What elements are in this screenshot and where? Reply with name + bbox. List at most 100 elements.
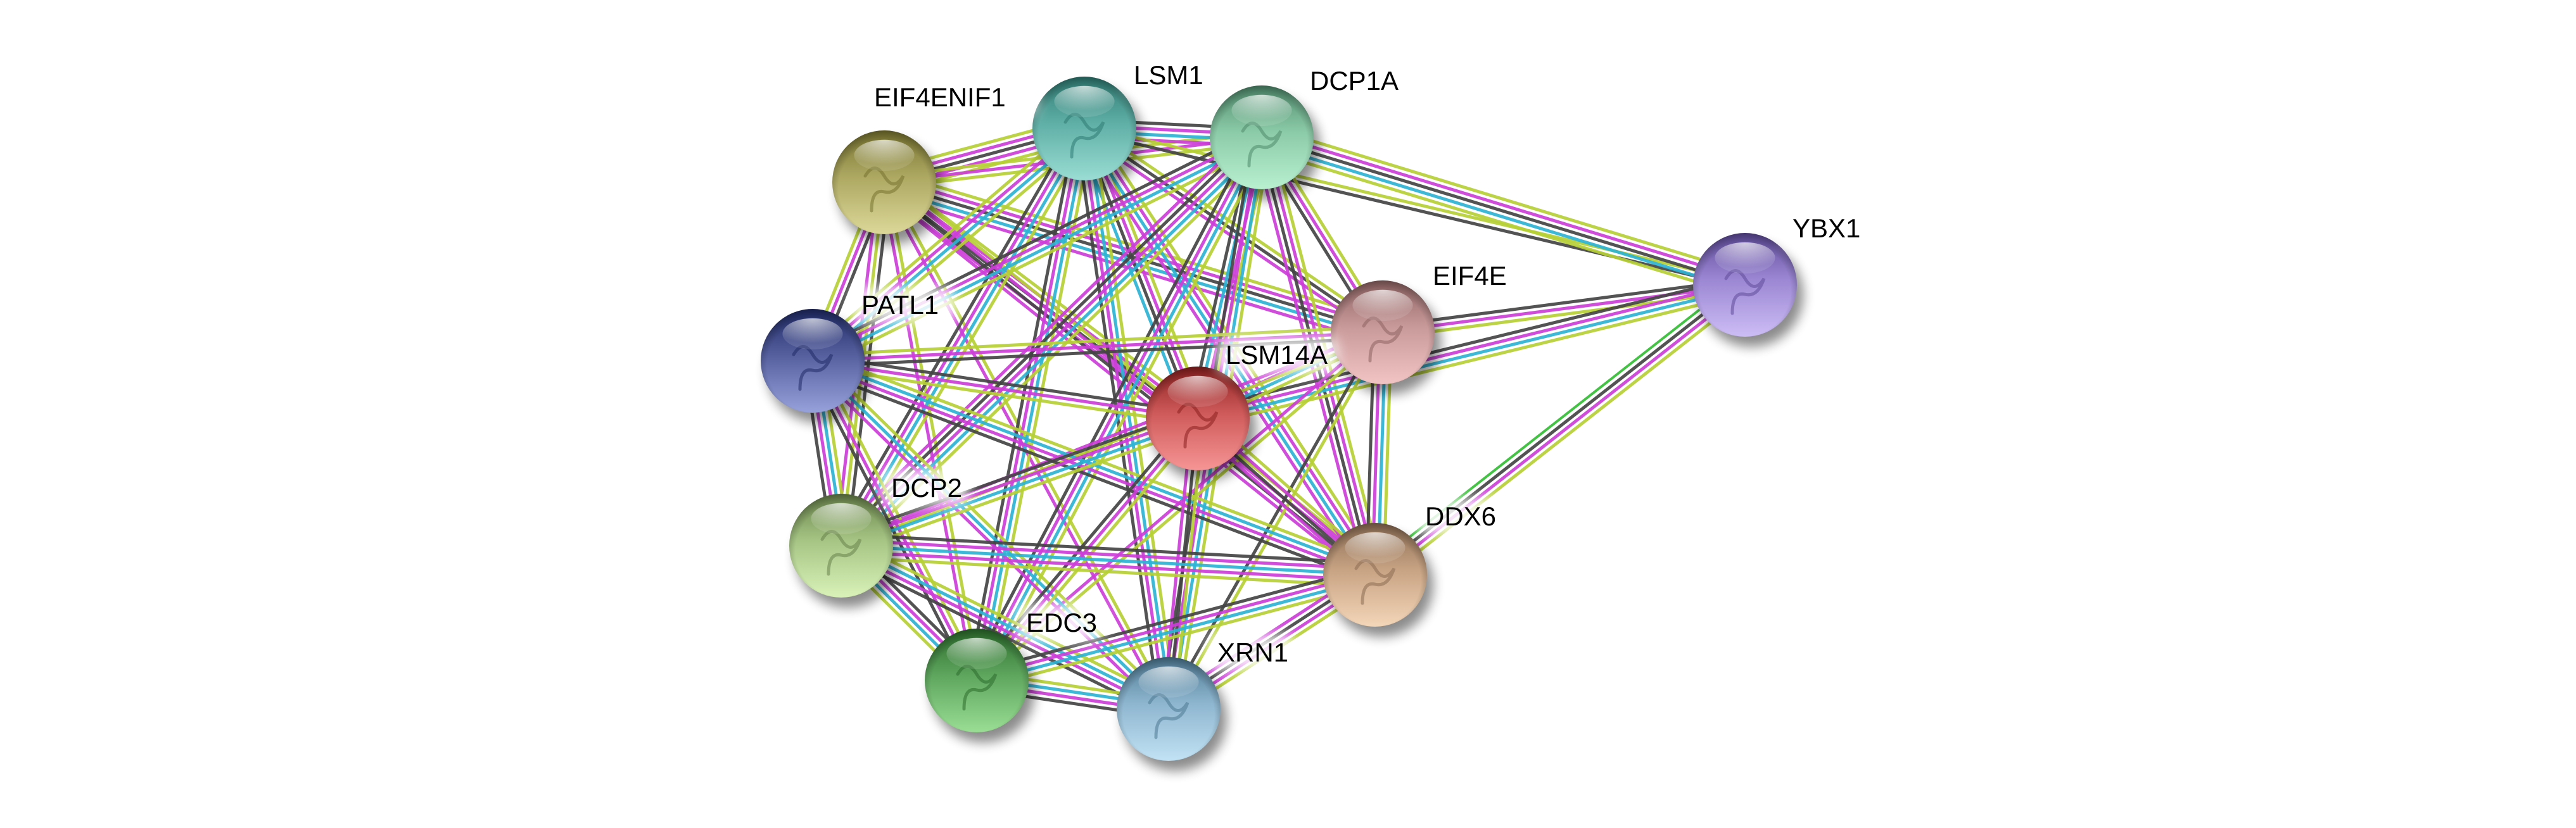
- node-LSM1[interactable]: [1032, 77, 1143, 191]
- label-glow: [853, 287, 956, 323]
- node-highlight: [782, 318, 843, 349]
- edge-line-experiments: [832, 128, 1255, 539]
- edge-line-experiments: [841, 549, 1375, 582]
- edge-line-textmining: [815, 143, 1267, 370]
- edge-EIF4E-XRN1[interactable]: [1164, 330, 1387, 712]
- edge-line-textmining: [843, 425, 1202, 556]
- edge-line-coexpression: [1261, 135, 1746, 287]
- edge-line-databases: [1259, 141, 1744, 292]
- edge-line-databases: [813, 138, 1264, 365]
- edge-line-coexpression: [884, 180, 1383, 334]
- label-glow: [1017, 605, 1103, 641]
- edge-line-coexpression: [1381, 277, 1745, 329]
- edge-line-coexpression: [1164, 330, 1382, 709]
- edge-line-databases: [811, 360, 1170, 710]
- node-YBX1[interactable]: [1693, 233, 1803, 347]
- edge-DDX6-EDC3[interactable]: [974, 565, 1378, 691]
- edge-line-textmining: [815, 351, 1379, 568]
- edge-line-experiments: [1262, 130, 1748, 281]
- node-highlight: [811, 503, 872, 534]
- edge-line-textmining: [840, 555, 1375, 588]
- node-label-XRN1: XRN1: [1209, 635, 1295, 670]
- node-label-LSM14A: LSM14A: [1217, 337, 1337, 373]
- edge-line-experiments: [841, 538, 1376, 571]
- node-DCP2[interactable]: [789, 494, 899, 608]
- node-highlight: [1231, 94, 1292, 126]
- node-highlight: [946, 637, 1007, 669]
- edge-line-textmining: [1257, 146, 1742, 298]
- edge-line-textmining: [887, 170, 1386, 323]
- nodes-layer: [761, 77, 1803, 771]
- node-label-YBX1: YBX1: [1784, 211, 1870, 246]
- edge-line-coexpression: [841, 532, 1376, 565]
- edge-line-textmining: [1264, 125, 1749, 276]
- edge-line-textmining: [812, 325, 1383, 357]
- edge-line-databases: [813, 129, 1088, 365]
- node-highlight: [854, 139, 915, 171]
- edge-line-databases: [977, 137, 1266, 683]
- label-glow: [1217, 337, 1337, 373]
- node-label-EIF4E: EIF4E: [1424, 258, 1527, 294]
- label-glow: [1424, 258, 1527, 294]
- node-EDC3[interactable]: [925, 629, 1035, 743]
- node-label-DDX6: DDX6: [1416, 499, 1502, 534]
- node-highlight: [1352, 289, 1413, 321]
- edge-line-coexpression: [967, 126, 1078, 679]
- edge-line-databases: [841, 544, 1376, 577]
- edge-line-databases: [977, 129, 1089, 682]
- node-label-EIF4ENIF1: EIF4ENIF1: [865, 80, 1037, 115]
- node-EIF4ENIF1[interactable]: [832, 130, 942, 244]
- edge-line-experiments: [975, 570, 1375, 680]
- edge-line-coexpression: [813, 353, 1199, 415]
- node-label-DCP1A: DCP1A: [1301, 63, 1404, 99]
- edge-YBX1-LSM14A[interactable]: [1195, 275, 1748, 429]
- edge-DCP1A-YBX1[interactable]: [1257, 125, 1749, 298]
- label-glow: [882, 470, 968, 506]
- edge-line-experiments: [1196, 280, 1745, 418]
- node-highlight: [1715, 242, 1775, 273]
- edge-line-experiments: [812, 359, 1198, 420]
- node-label-DCP2: DCP2: [882, 470, 968, 506]
- edge-line-coexpression: [974, 565, 1374, 674]
- edge-YBX1-EIF4E[interactable]: [1381, 277, 1746, 340]
- node-XRN1[interactable]: [1117, 657, 1227, 771]
- node-label-text: EIF4E: [1433, 261, 1507, 291]
- edge-LSM14A-DCP2[interactable]: [837, 408, 1202, 556]
- edge-line-textmining: [1169, 332, 1387, 712]
- edge-line-databases: [1198, 285, 1746, 423]
- label-glow: [865, 80, 1037, 115]
- node-LSM14A[interactable]: [1146, 367, 1256, 480]
- node-label-text: LSM14A: [1226, 340, 1328, 370]
- node-DDX6[interactable]: [1323, 523, 1433, 637]
- node-label-EDC3: EDC3: [1017, 605, 1103, 641]
- edge-line-textmining: [1199, 291, 1748, 429]
- edge-line-databases: [1086, 128, 1173, 709]
- node-DCP1A[interactable]: [1210, 85, 1320, 199]
- label-glow: [1209, 635, 1295, 670]
- node-label-text: EIF4ENIF1: [874, 82, 1006, 112]
- node-label-text: XRN1: [1217, 637, 1288, 667]
- edge-line-coexpression: [837, 408, 1196, 539]
- edge-line-experiments: [880, 182, 976, 682]
- edges-layer: [803, 116, 1751, 719]
- node-EIF4E[interactable]: [1331, 280, 1441, 394]
- edge-line-experiments: [811, 361, 1375, 579]
- node-PATL1[interactable]: [761, 309, 871, 423]
- node-highlight: [1054, 85, 1115, 117]
- edge-DCP2-DDX6[interactable]: [840, 532, 1376, 588]
- node-label-text: YBX1: [1792, 213, 1860, 243]
- edge-line-experiments: [1382, 283, 1746, 334]
- node-label-text: EDC3: [1026, 608, 1097, 637]
- label-glow: [1125, 58, 1211, 93]
- label-glow: [1301, 63, 1404, 99]
- edge-line-experiments: [812, 330, 1383, 363]
- edge-line-textmining: [978, 581, 1378, 691]
- node-label-LSM1: LSM1: [1125, 58, 1211, 93]
- edge-line-textmining: [1383, 289, 1746, 340]
- edge-line-textmining: [844, 536, 1174, 703]
- node-label-text: DCP2: [891, 473, 962, 503]
- edge-line-experiments: [839, 414, 1198, 545]
- node-highlight: [1138, 666, 1199, 698]
- label-glow: [1416, 499, 1502, 534]
